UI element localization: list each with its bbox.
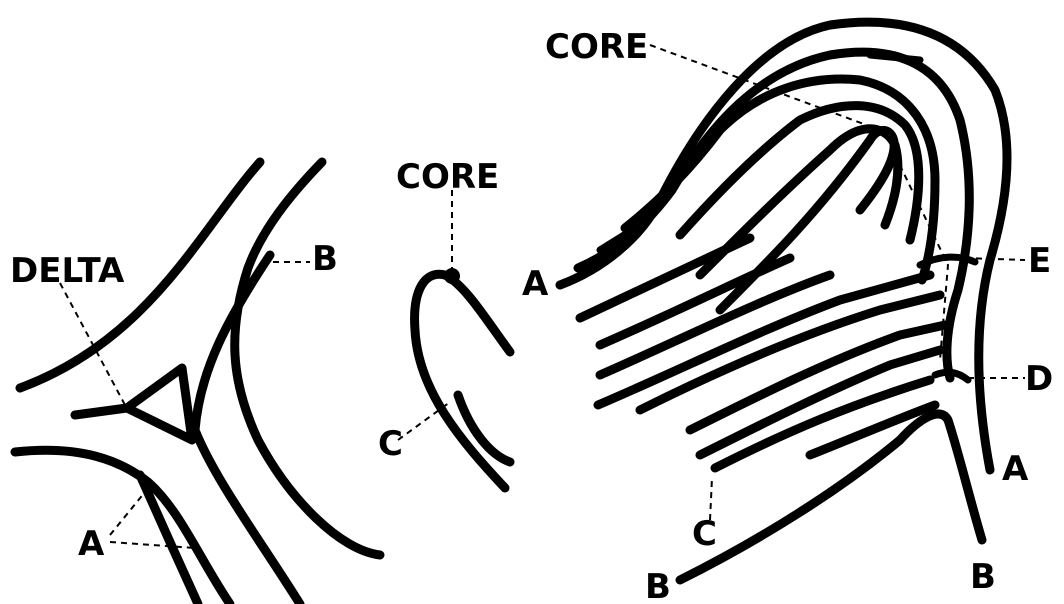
short-ridge-1 bbox=[596, 221, 644, 254]
loop-ridge bbox=[410, 269, 515, 493]
lower-ridge-6 bbox=[685, 320, 950, 435]
right-c-label: C bbox=[692, 514, 717, 554]
mid-c-label: C bbox=[378, 424, 403, 464]
left-outer-ridge bbox=[15, 157, 265, 393]
lower-ridge-7 bbox=[695, 345, 945, 460]
delta-leader bbox=[59, 282, 126, 406]
right-b-right-label: B bbox=[970, 557, 996, 597]
core-dot bbox=[444, 268, 460, 284]
core-recurve bbox=[715, 126, 899, 315]
delta-triangle bbox=[122, 363, 197, 445]
inner-ridge-2 bbox=[695, 124, 903, 280]
lower-ridge-9 bbox=[805, 400, 940, 460]
core-panel: CORE C bbox=[378, 157, 515, 493]
inner-ridge-1 bbox=[675, 101, 924, 245]
lower-ridge-4 bbox=[593, 270, 935, 410]
bottom-ridge-b bbox=[675, 409, 987, 585]
left-a-leader-2 bbox=[109, 541, 196, 549]
left-ridge-b bbox=[230, 157, 385, 560]
delta-e-ridge bbox=[916, 253, 979, 269]
right-e-label: E bbox=[1028, 241, 1051, 281]
right-b-left-label: B bbox=[645, 567, 671, 604]
lower-ridge-1 bbox=[575, 233, 755, 323]
left-lower-ridge bbox=[10, 445, 235, 604]
delta-d-ridge bbox=[931, 368, 972, 384]
left-a-label: A bbox=[78, 524, 105, 564]
inner-ridge-c bbox=[453, 390, 515, 467]
right-c-leader bbox=[709, 477, 713, 521]
short-ridge-2 bbox=[866, 51, 924, 64]
right-a-left-label: A bbox=[522, 264, 549, 304]
left-ridge-a bbox=[135, 470, 203, 604]
delta-label: DELTA bbox=[10, 251, 125, 291]
right-core-leader bbox=[649, 44, 881, 131]
loop-pattern-panel: CORE A E D A C B B bbox=[522, 17, 1053, 604]
right-a-right-label: A bbox=[1002, 449, 1029, 489]
delta-panel: DELTA B A bbox=[10, 157, 385, 604]
lower-ridge-8 bbox=[710, 375, 935, 473]
right-core-label: CORE bbox=[545, 27, 648, 67]
core-to-e-leader bbox=[894, 154, 950, 361]
delta-left-arm bbox=[70, 403, 132, 420]
left-ridge-second bbox=[190, 250, 305, 604]
right-d-label: D bbox=[1025, 359, 1053, 399]
left-b-label: B bbox=[312, 239, 338, 279]
lower-ridge-3 bbox=[595, 270, 835, 380]
mid-core-label: CORE bbox=[396, 157, 499, 197]
third-ridge bbox=[620, 74, 940, 285]
lower-ridge-5 bbox=[635, 290, 945, 415]
left-a-leader-1 bbox=[109, 491, 146, 536]
lower-ridge-2 bbox=[595, 253, 795, 350]
